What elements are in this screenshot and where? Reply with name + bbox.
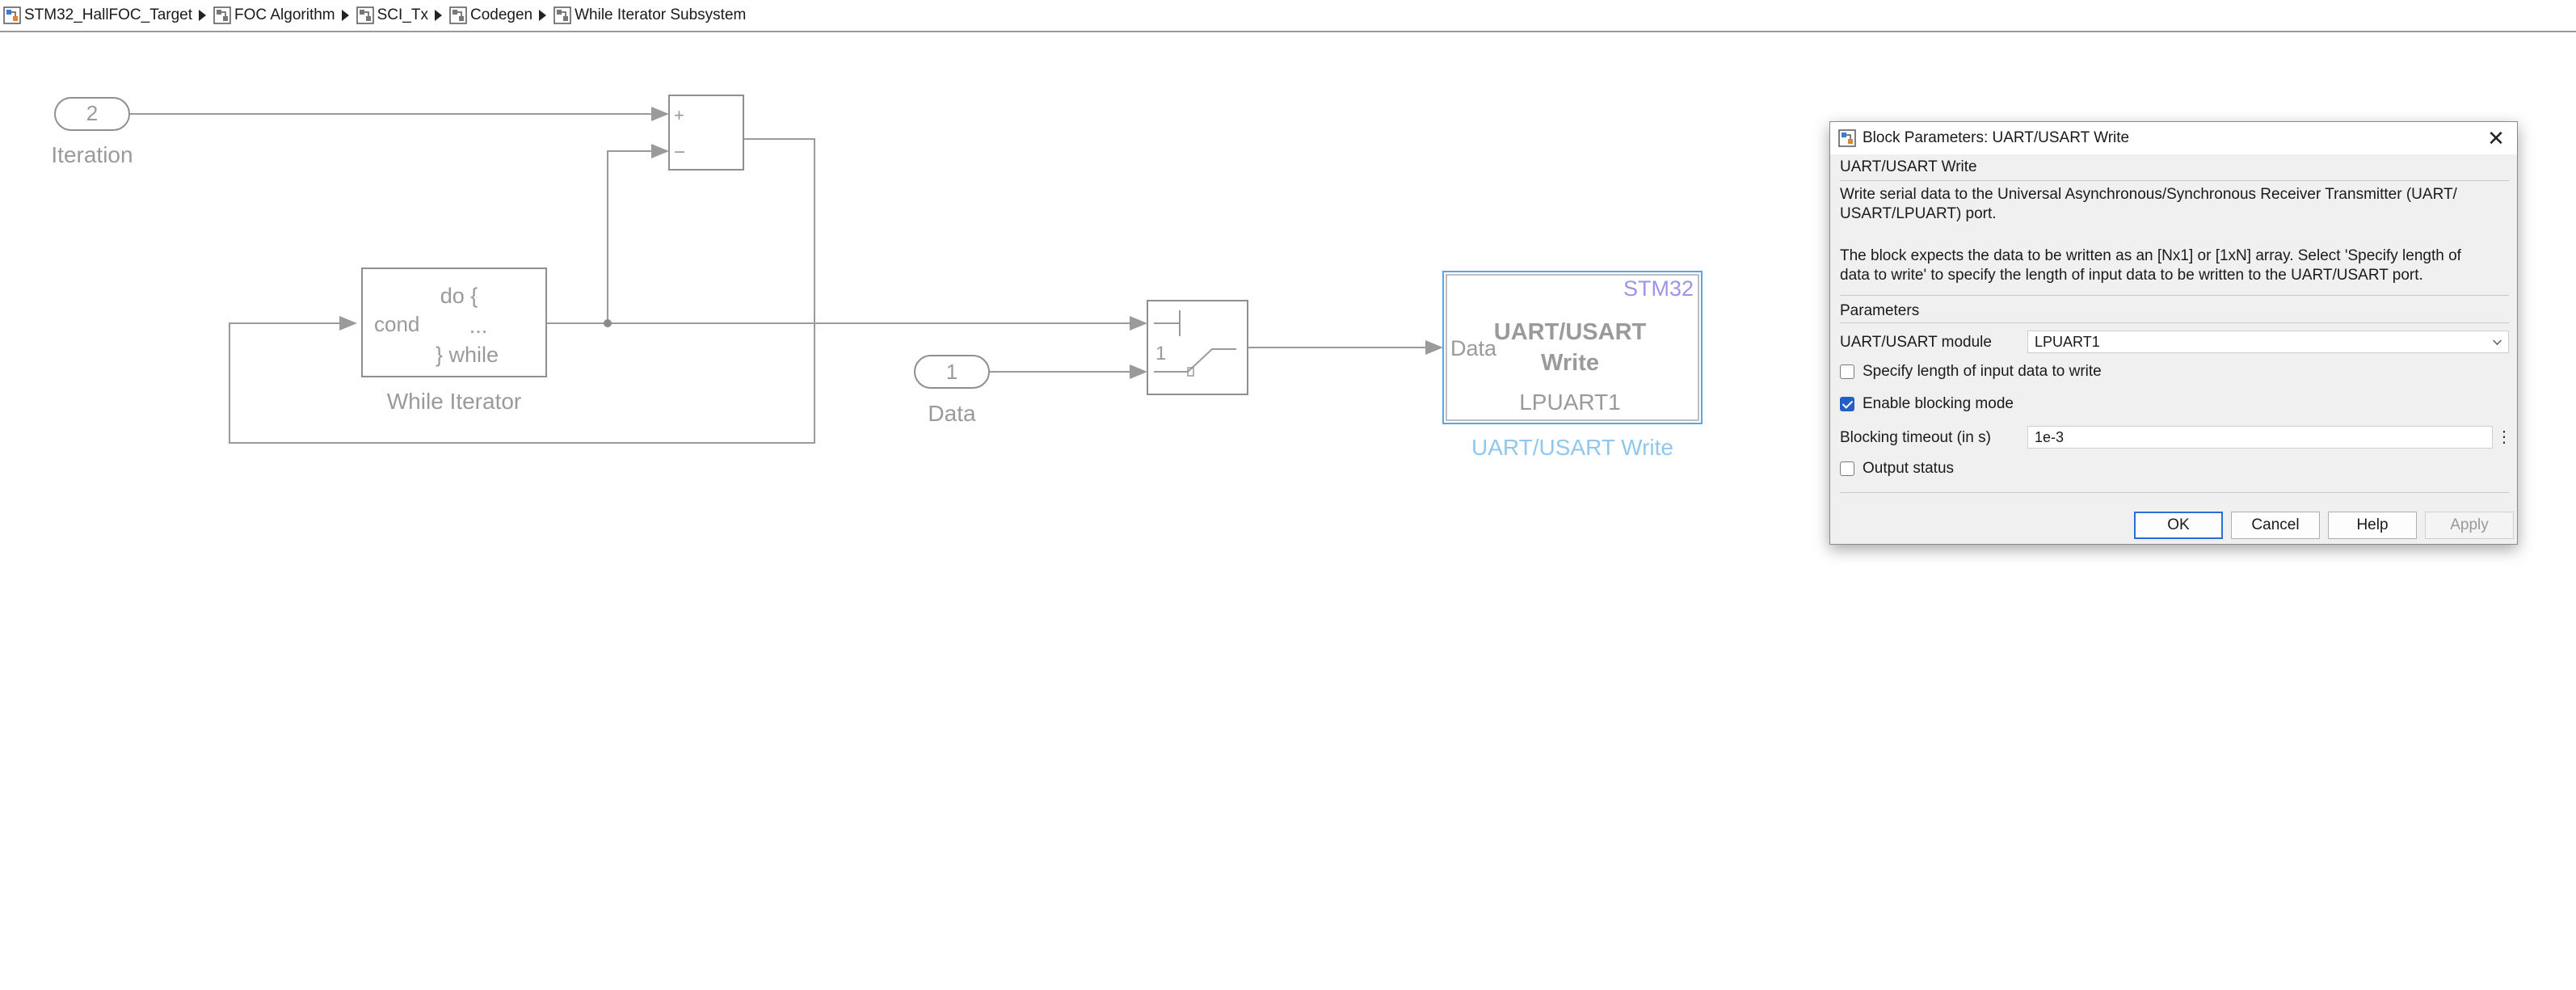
uart-block-title2: Write <box>1541 350 1599 376</box>
breadcrumb-label: STM32_HallFOC_Target <box>24 6 193 23</box>
ok-button[interactable]: OK <box>2134 512 2223 539</box>
sum-plus-sign: + <box>674 105 684 125</box>
breadcrumb-item-codegen[interactable]: Codegen <box>449 0 532 32</box>
breadcrumb-item-while-iterator-subsystem[interactable]: While Iterator Subsystem <box>554 0 746 32</box>
module-dropdown[interactable]: LPUART1 <box>2027 331 2509 353</box>
description-line: Write serial data to the Universal Async… <box>1840 186 2457 203</box>
specify-length-checkbox[interactable] <box>1840 364 1854 379</box>
inport-label: Iteration <box>51 142 133 167</box>
uart-block-name: UART/USART Write <box>1471 435 1673 460</box>
arrow-icon <box>651 107 669 121</box>
switch-threshold: 1 <box>1155 343 1166 364</box>
model-icon <box>3 6 21 24</box>
module-label: UART/USART module <box>1840 334 1992 351</box>
arrow-icon <box>1425 340 1443 355</box>
breadcrumb-item-sci-tx[interactable]: SCI_Tx <box>356 0 428 32</box>
blocking-mode-checkbox-row[interactable]: Enable blocking mode <box>1840 395 2014 413</box>
block-diagram: 2 Iteration + − do { ... } while cond Wh… <box>51 95 1703 460</box>
inport-number: 1 <box>946 360 958 384</box>
signal-line-sum-to-cond[interactable] <box>229 138 815 444</box>
cancel-button[interactable]: Cancel <box>2231 512 2320 539</box>
blocking-mode-checkbox[interactable] <box>1840 397 1854 411</box>
while-iterator-label: While Iterator <box>387 389 522 414</box>
parameters-heading: Parameters <box>1840 302 1920 319</box>
switch-throw-symbol <box>1154 348 1236 373</box>
sum-minus-sign: − <box>674 141 685 163</box>
arrow-icon <box>339 316 357 331</box>
subsystem-icon <box>213 6 231 24</box>
output-status-checkbox-row[interactable]: Output status <box>1840 460 1954 478</box>
output-status-checkbox[interactable] <box>1840 461 1854 476</box>
inport-number: 2 <box>86 101 98 125</box>
while-iterator-line1: do { <box>440 284 478 308</box>
breadcrumb-label: SCI_Tx <box>377 6 428 23</box>
help-button[interactable]: Help <box>2328 512 2417 539</box>
divider <box>1840 180 2509 181</box>
while-iterator-line3: } while <box>436 343 499 367</box>
description-line: data to write' to specify the length of … <box>1840 267 2423 284</box>
while-iterator-block[interactable]: do { ... } while cond While Iterator <box>361 268 547 414</box>
more-options-icon[interactable]: ⋮ <box>2496 428 2512 446</box>
switch-block[interactable]: 1 <box>1147 300 1248 395</box>
switch-port-symbol <box>1154 310 1181 336</box>
uart-block-title1: UART/USART <box>1494 319 1647 345</box>
arrow-icon <box>1130 364 1147 379</box>
close-icon[interactable]: ✕ <box>2487 126 2505 150</box>
timeout-label: Blocking timeout (in s) <box>1840 429 1991 446</box>
specify-length-checkbox-row[interactable]: Specify length of input data to write <box>1840 363 2102 381</box>
apply-button[interactable]: Apply <box>2425 512 2514 539</box>
divider <box>1840 322 2509 323</box>
specify-length-label: Specify length of input data to write <box>1863 363 2102 380</box>
model-canvas[interactable]: 2 Iteration + − do { ... } while cond Wh… <box>0 34 2576 990</box>
chevron-right-icon <box>539 10 547 21</box>
chevron-down-icon <box>2493 336 2502 345</box>
breadcrumb-label: Codegen <box>469 6 533 23</box>
dialog-titlebar[interactable]: Block Parameters: UART/USART Write ✕ <box>1830 122 2517 154</box>
output-status-label: Output status <box>1863 460 1955 477</box>
divider <box>1840 295 2509 296</box>
subsystem-icon <box>554 6 571 24</box>
subsystem-icon <box>356 6 374 24</box>
subsystem-icon <box>449 6 467 24</box>
chevron-right-icon <box>199 10 207 21</box>
breadcrumb: STM32_HallFOC_Target FOC Algorithm SCI_T… <box>0 0 2576 32</box>
block-name-heading: UART/USART Write <box>1840 158 1977 175</box>
uart-data-port: Data <box>1450 336 1497 360</box>
branch-point <box>604 319 612 327</box>
signal-line-feedback-to-sum[interactable] <box>607 150 651 323</box>
description-line: The block expects the data to be written… <box>1840 247 2461 264</box>
signal-lines <box>129 107 1443 444</box>
blocking-mode-label: Enable blocking mode <box>1863 395 2014 412</box>
switch-contact-symbol <box>1187 367 1194 377</box>
breadcrumb-label: While Iterator Subsystem <box>575 6 747 23</box>
uart-vendor-label: STM32 <box>1623 276 1694 301</box>
breadcrumb-item-model[interactable]: STM32_HallFOC_Target <box>3 0 192 32</box>
while-iterator-cond-port: cond <box>374 312 419 336</box>
sum-block[interactable]: + − <box>668 95 744 171</box>
module-dropdown-value: LPUART1 <box>2035 334 2100 350</box>
block-parameters-dialog[interactable]: Block Parameters: UART/USART Write ✕ UAR… <box>1829 121 2518 545</box>
inport-iteration[interactable]: 2 Iteration <box>51 97 133 167</box>
divider <box>1840 492 2509 493</box>
uart-usart-write-block[interactable]: STM32 UART/USART Write Data LPUART1 UART… <box>1442 271 1703 460</box>
inport-data[interactable]: 1 Data <box>914 355 990 426</box>
breadcrumb-item-foc-algorithm[interactable]: FOC Algorithm <box>213 0 335 32</box>
arrow-icon <box>651 144 669 158</box>
while-iterator-line2: ... <box>469 314 488 338</box>
arrow-icon <box>1130 316 1147 331</box>
chevron-right-icon <box>341 10 349 21</box>
breadcrumb-label: FOC Algorithm <box>234 6 335 23</box>
chevron-right-icon <box>434 10 442 21</box>
dialog-title: Block Parameters: UART/USART Write <box>1863 129 2130 146</box>
uart-module-label: LPUART1 <box>1519 390 1621 415</box>
description-line: USART/LPUART) port. <box>1840 205 1997 222</box>
inport-label: Data <box>928 401 976 426</box>
timeout-input[interactable]: 1e-3 <box>2027 426 2493 449</box>
block-parameters-icon <box>1838 129 1856 147</box>
